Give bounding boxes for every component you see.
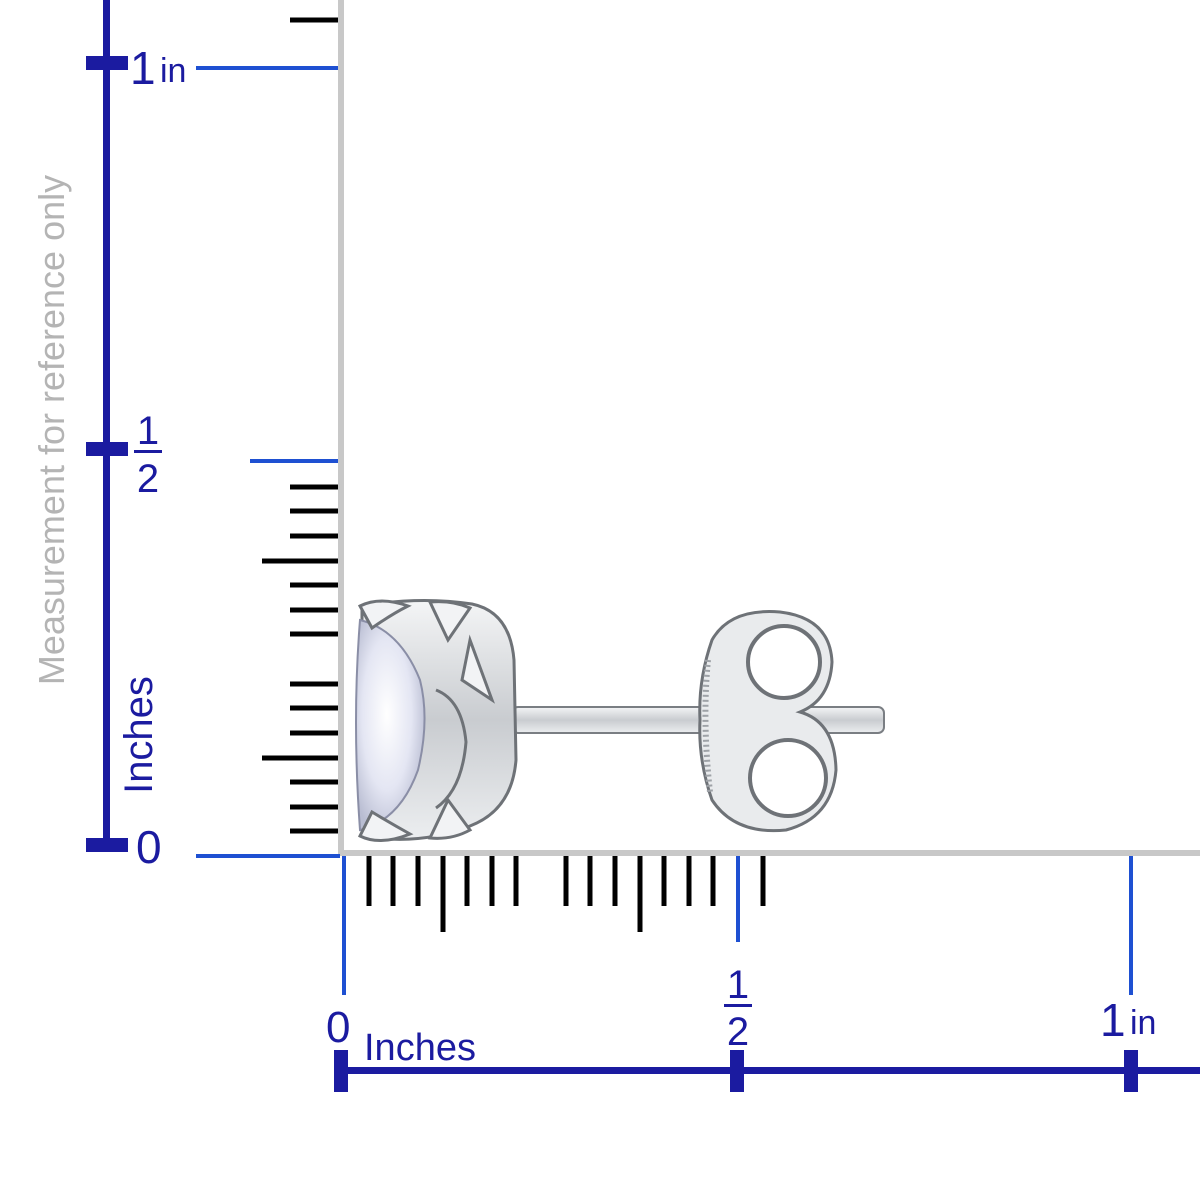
gemstone [355, 618, 426, 832]
guide-lines [196, 66, 1133, 995]
horizontal-label-half-denominator: 2 [727, 1010, 749, 1054]
vertical-label-half-fraction-bar [134, 450, 162, 453]
frame-vertical-edge [338, 0, 344, 856]
vertical-scale-cap-one [86, 56, 128, 70]
prong-bottom-mid [427, 797, 473, 840]
horizontal-label-one: 1 [1100, 994, 1126, 1046]
butterfly-loop-top [746, 624, 822, 700]
horizontal-unit-caption: Inches [364, 1027, 476, 1069]
vertical-scale-cap-zero [86, 838, 128, 852]
vertical-unit-caption: Inches [117, 676, 161, 794]
horizontal-scale-cap-half [730, 1050, 744, 1092]
vertical-scale-line [103, 0, 110, 852]
prong-top-left [357, 599, 412, 631]
vertical-scale-bar [86, 0, 128, 852]
earring-image [355, 598, 885, 842]
horizontal-label-one-unit: in [1130, 1004, 1156, 1042]
vertical-label-zero: 0 [136, 821, 162, 873]
butterfly-texture [702, 659, 713, 793]
butterfly-loop-bottom [748, 738, 828, 818]
earring-post [511, 706, 885, 734]
prong-bottom-left [357, 809, 414, 842]
setting-prongs [357, 599, 495, 842]
vertical-label-half-numerator: 1 [137, 409, 159, 453]
setting-gallery [435, 688, 468, 810]
horizontal-label-half-fraction-bar [724, 1004, 752, 1007]
vertical-ruler-ticks [262, 17, 338, 834]
horizontal-scale-line [336, 1067, 1200, 1074]
prong-top-mid [427, 600, 473, 643]
horizontal-scale-cap-one [1124, 1050, 1138, 1092]
horizontal-label-half-numerator: 1 [727, 963, 749, 1007]
frame-horizontal-edge [338, 850, 1200, 856]
prong-mid [460, 634, 495, 704]
vertical-label-half-denominator: 2 [137, 457, 159, 501]
horizontal-ruler-ticks [366, 856, 766, 932]
horizontal-scale-cap-zero [334, 1050, 348, 1092]
horizontal-scale-bar [334, 1050, 1200, 1092]
vertical-scale-cap-half [86, 442, 128, 456]
vertical-label-one: 1 [130, 42, 156, 94]
butterfly-back [698, 610, 838, 833]
horizontal-label-zero: 0 [326, 1003, 350, 1052]
vertical-label-one-unit: in [160, 52, 186, 90]
reference-note: Measurement for reference only [31, 175, 72, 685]
